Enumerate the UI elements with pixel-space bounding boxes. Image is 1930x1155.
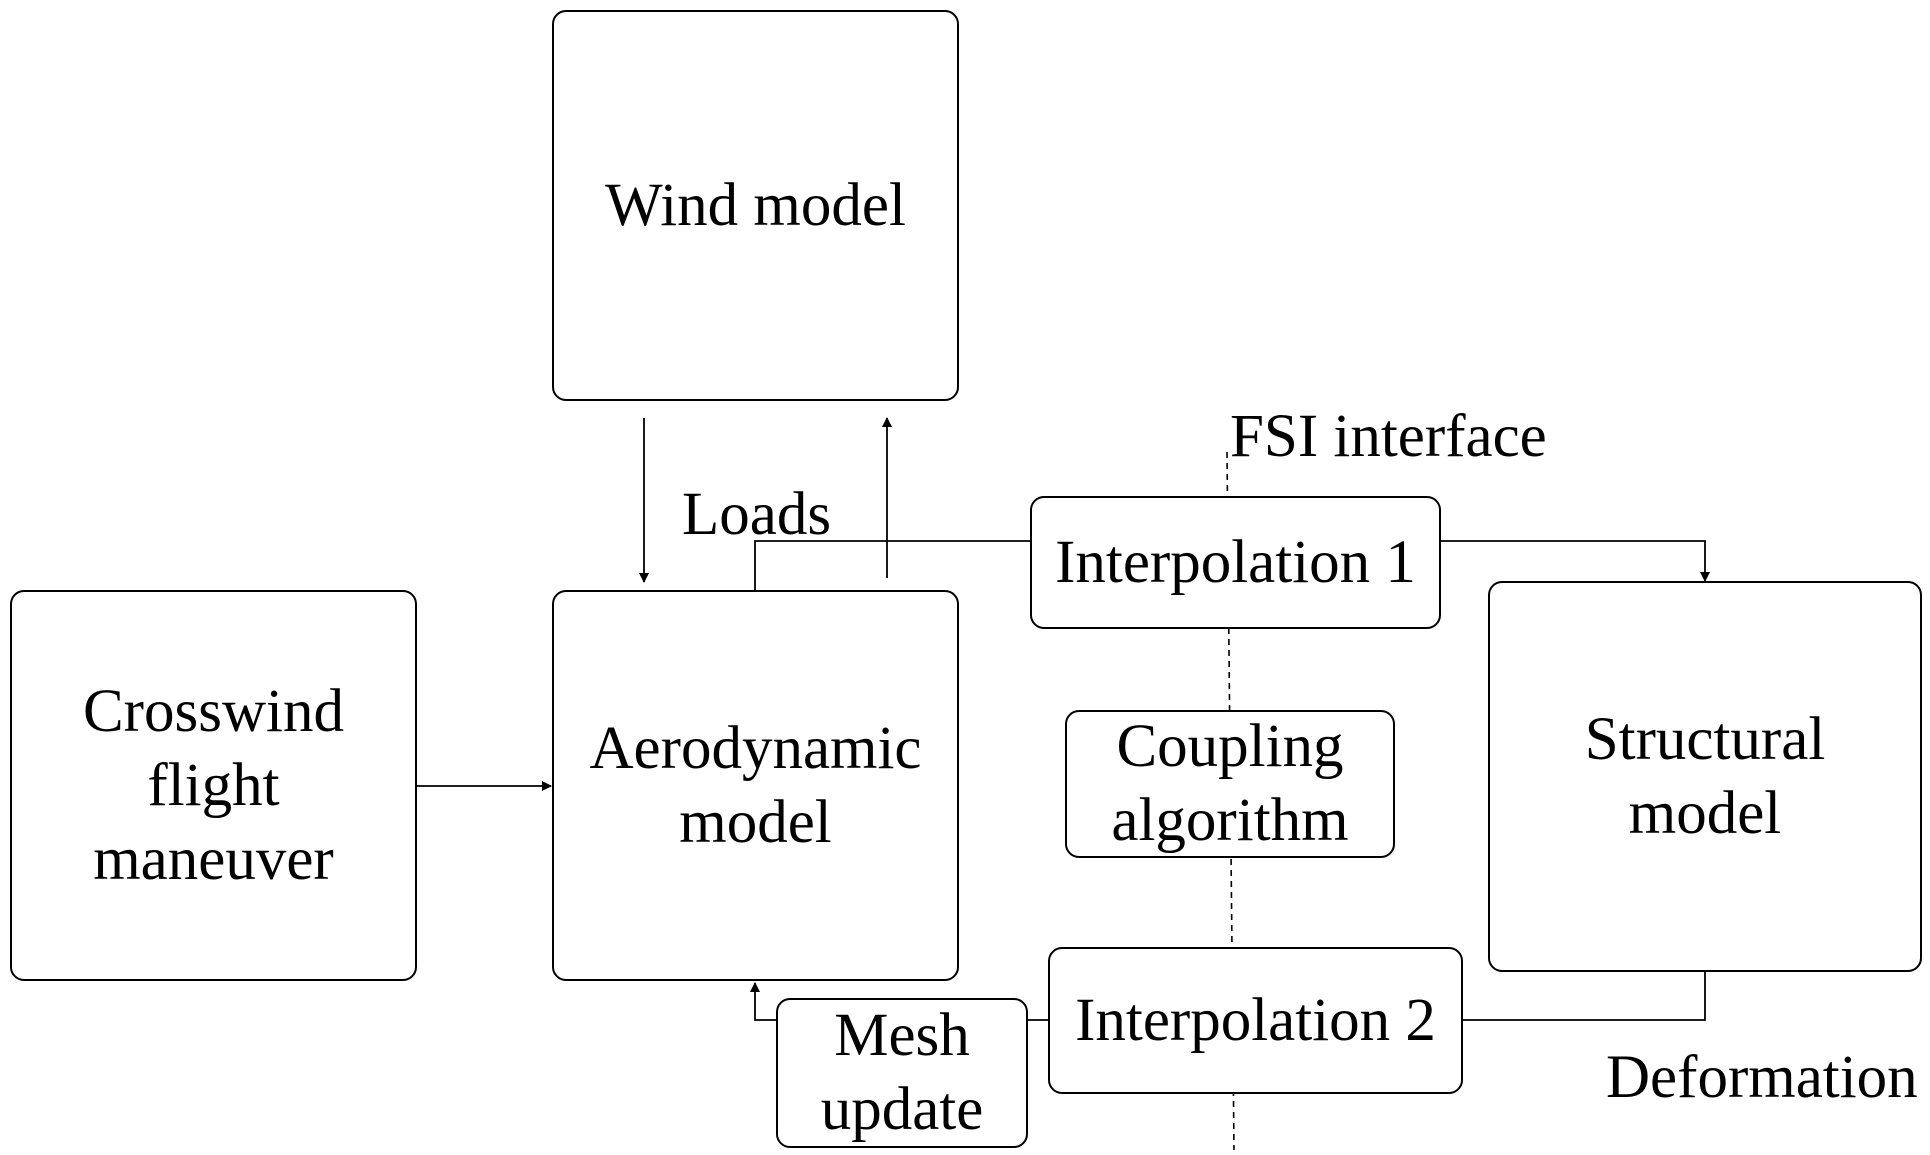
interpolation-2-label: Interpolation 2 <box>1075 986 1436 1054</box>
loads-label: Loads <box>682 481 832 548</box>
coupling-algorithm-box: Coupling algorithm <box>1065 710 1395 858</box>
aerodynamic-model-box: Aerodynamic model <box>552 590 959 981</box>
interp1-to-structural-arrow <box>1441 540 1710 582</box>
aerodynamic-model-label: Aerodynamic model <box>589 714 922 856</box>
fsi-interface-label: FSI interface <box>1230 403 1547 470</box>
deformation-path <box>1463 972 1706 1021</box>
mesh-update-box: Mesh update <box>776 998 1028 1148</box>
mesh-to-aero-arrow <box>750 982 776 1021</box>
coupling-algorithm-label: Coupling algorithm <box>1111 713 1349 854</box>
crosswind-flight-maneuver-label: Crosswind flight maneuver <box>83 677 344 893</box>
interpolation-1-box: Interpolation 1 <box>1030 496 1441 629</box>
interpolation-2-box: Interpolation 2 <box>1048 947 1463 1094</box>
wind-model-box: Wind model <box>552 10 959 401</box>
loads-path <box>754 540 1030 590</box>
deformation-label: Deformation <box>1606 1044 1918 1111</box>
structural-model-label: Structural model <box>1584 705 1826 847</box>
wind-model-label: Wind model <box>605 171 906 239</box>
structural-model-box: Structural model <box>1488 581 1922 972</box>
interpolation-1-label: Interpolation 1 <box>1055 528 1416 596</box>
crosswind-flight-maneuver-box: Crosswind flight maneuver <box>10 590 417 981</box>
mesh-update-label: Mesh update <box>820 1002 984 1143</box>
